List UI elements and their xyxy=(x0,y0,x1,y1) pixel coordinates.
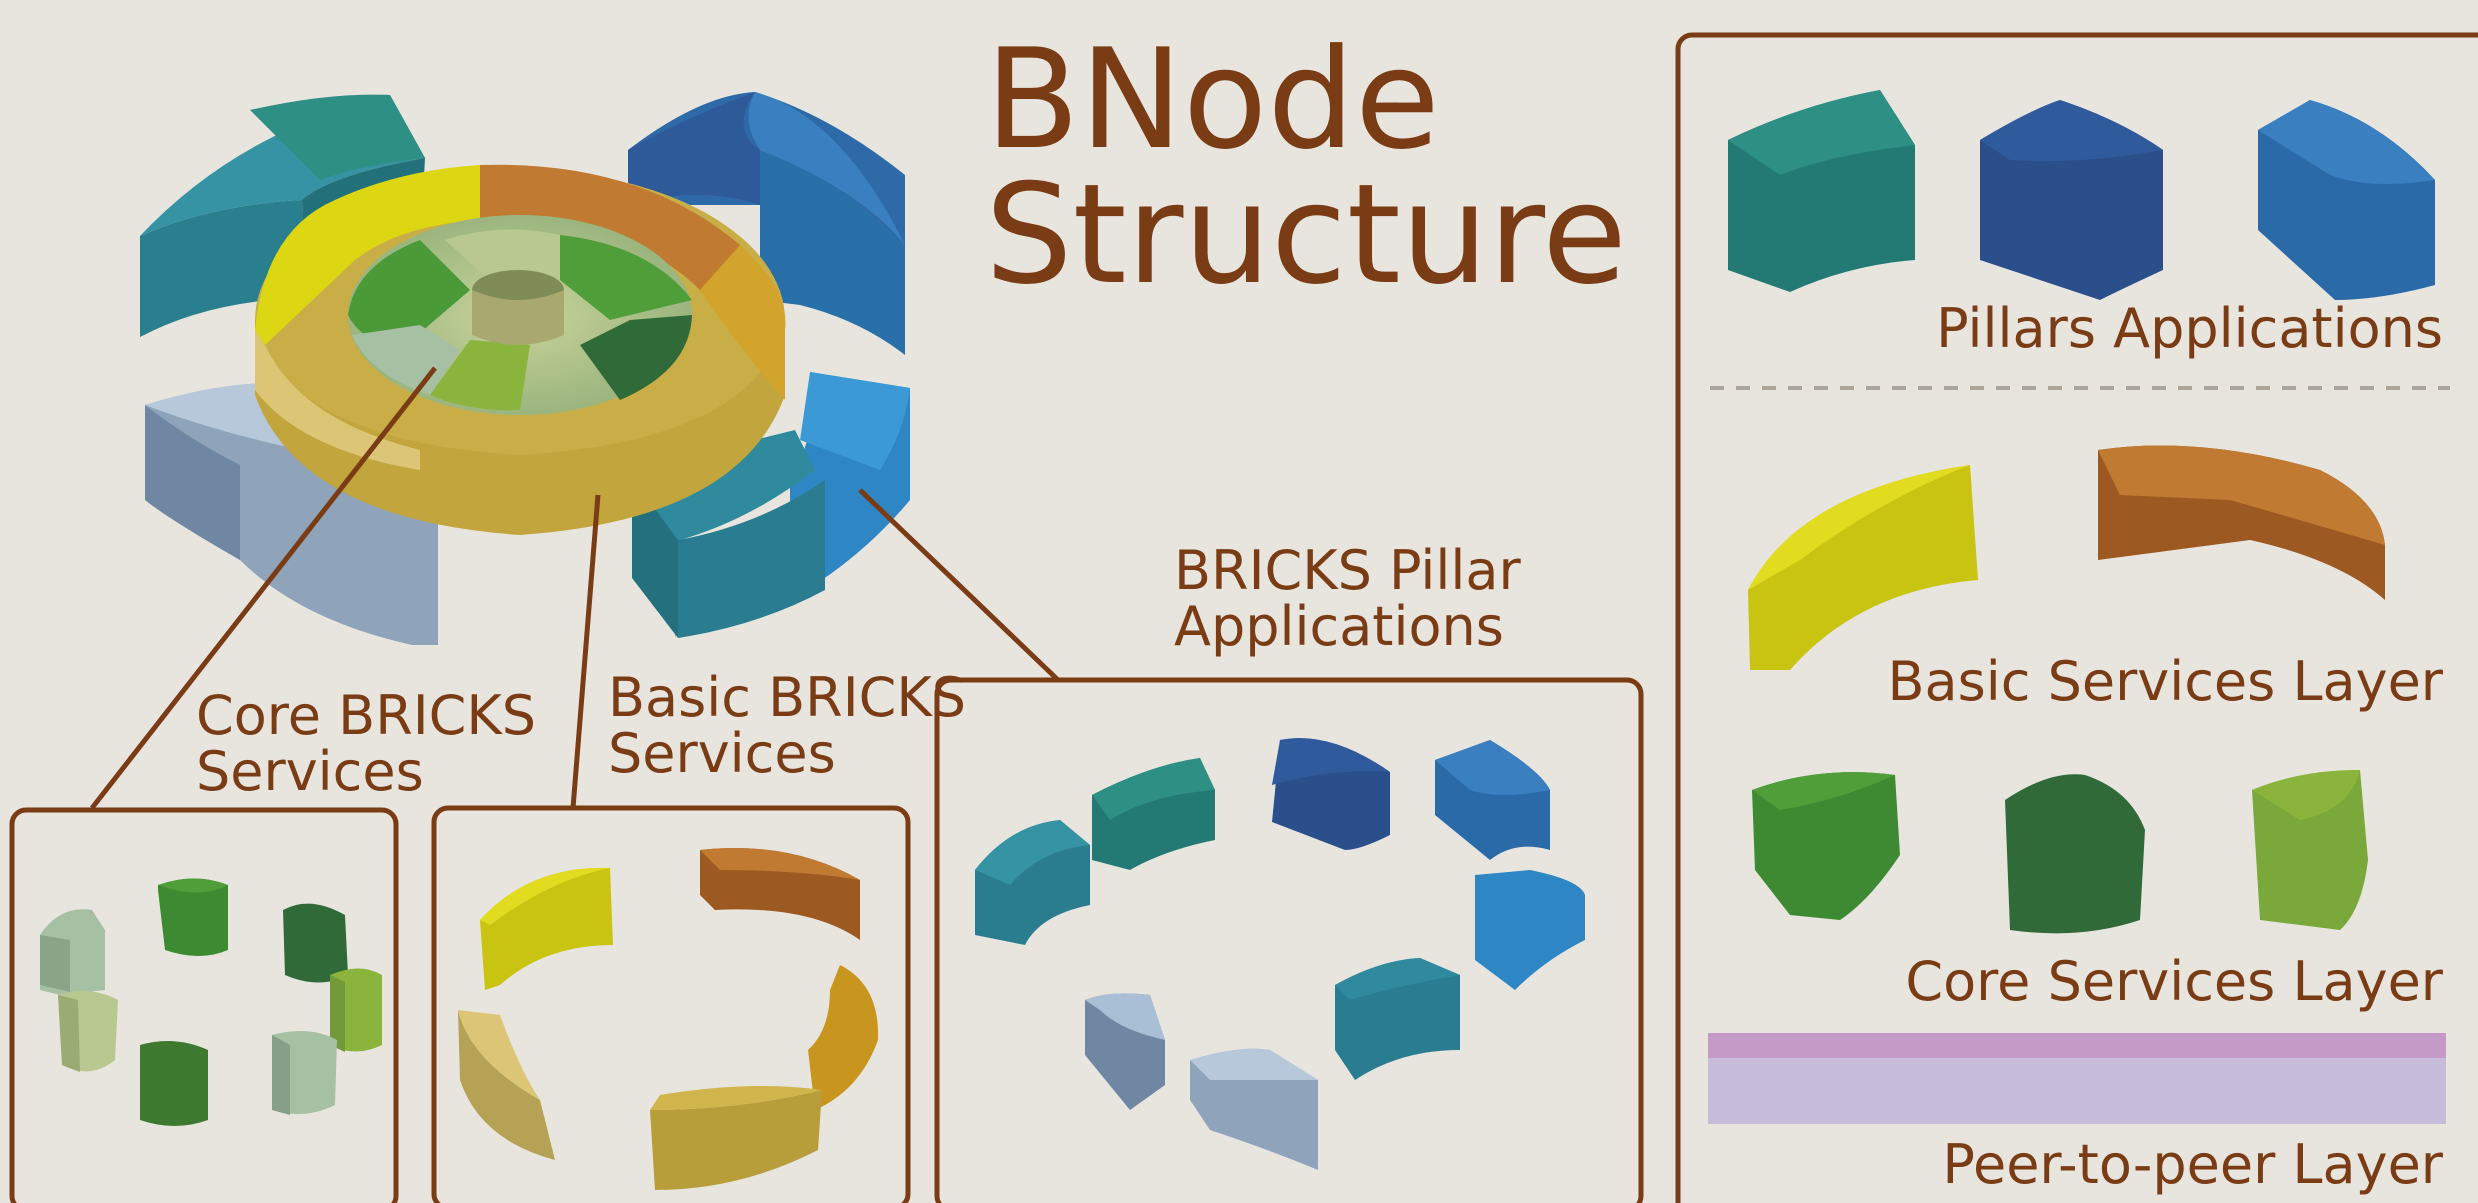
pillar-piece-mid-blue xyxy=(1435,740,1550,860)
basic-piece-sand xyxy=(458,1010,555,1160)
legend-core-icons xyxy=(1752,770,2368,934)
pillar-piece-light-blue-a xyxy=(1085,993,1165,1110)
core-piece-green-bottom xyxy=(140,1041,208,1126)
core-services-box xyxy=(9,807,399,1203)
core-piece-sage xyxy=(58,991,118,1072)
pillar-applications-box xyxy=(934,677,1644,1203)
basic-piece-orange xyxy=(700,848,860,940)
legend-label-basic: Basic Services Layer xyxy=(1887,650,2443,713)
legend-basic-yellow-icon xyxy=(1748,465,1978,670)
basic-services-box xyxy=(431,805,911,1203)
pillar-piece-teal-lower xyxy=(1335,958,1460,1080)
core-piece-dark-green xyxy=(283,903,348,983)
legend-pillar-dark-blue-icon xyxy=(1980,100,2163,300)
legend-basic-orange-icon xyxy=(2098,445,2385,600)
core-pieces-exploded xyxy=(40,878,382,1126)
legend-label-pillars: Pillars Applications xyxy=(1936,297,2443,360)
callout-pillar-line1: BRICKS Pillar xyxy=(1174,539,1521,602)
pillar-piece-light-blue-b xyxy=(1190,1048,1318,1170)
callout-core-line1: Core BRICKS xyxy=(196,684,537,747)
legend-basic-icons xyxy=(1748,445,2385,670)
core-piece-pale-green xyxy=(40,909,105,995)
basic-services-ring xyxy=(255,164,786,535)
callout-pillar-line2: Applications xyxy=(1174,594,1504,658)
legend-core-green-icon xyxy=(1752,772,1900,920)
page-title-line2: Structure xyxy=(985,154,1627,316)
core-piece-green-top xyxy=(158,878,228,956)
page-title-line1: BNode xyxy=(985,19,1440,180)
pillar-block-blue xyxy=(628,92,905,355)
callout-basic-services: Basic BRICKS Services xyxy=(608,670,966,781)
callout-basic-line1: Basic BRICKS xyxy=(608,666,967,729)
basic-piece-gold xyxy=(808,965,879,1110)
page-title: BNode Structure xyxy=(985,19,1627,316)
core-piece-mint xyxy=(272,1031,337,1115)
legend-core-lime-icon xyxy=(2252,770,2368,930)
core-piece-lime xyxy=(330,968,382,1052)
legend-panel xyxy=(1675,32,2478,1203)
pillar-pieces-exploded xyxy=(975,738,1585,1170)
pillar-piece-bright-blue xyxy=(1475,870,1585,990)
legend-label-p2p: Peer-to-peer Layer xyxy=(1942,1133,2443,1196)
core-services-disc xyxy=(348,215,692,415)
basic-pieces-exploded xyxy=(458,848,879,1190)
callout-pillar-applications: BRICKS Pillar Applications xyxy=(1174,543,1521,654)
basic-piece-yellow xyxy=(480,867,613,990)
legend-core-dark-green-icon xyxy=(2005,774,2145,934)
basic-piece-khaki xyxy=(650,1086,822,1190)
legend-pillar-mid-blue-icon xyxy=(2258,100,2435,300)
legend-p2p-bar xyxy=(1708,1033,2446,1124)
connector-lines xyxy=(90,366,1060,810)
legend-label-core: Core Services Layer xyxy=(1905,950,2443,1013)
callout-core-services: Core BRICKS Services xyxy=(196,688,536,799)
pillar-piece-teal xyxy=(1092,758,1215,870)
pillar-piece-steel-teal xyxy=(975,820,1090,945)
pillar-piece-dark-blue xyxy=(1272,738,1390,850)
legend-pillar-icons xyxy=(1728,90,2435,300)
callout-core-line2: Services xyxy=(196,739,424,803)
bnode-assembly xyxy=(140,92,910,645)
legend-pillar-teal-icon xyxy=(1728,90,1915,292)
callout-basic-line2: Services xyxy=(608,721,836,785)
